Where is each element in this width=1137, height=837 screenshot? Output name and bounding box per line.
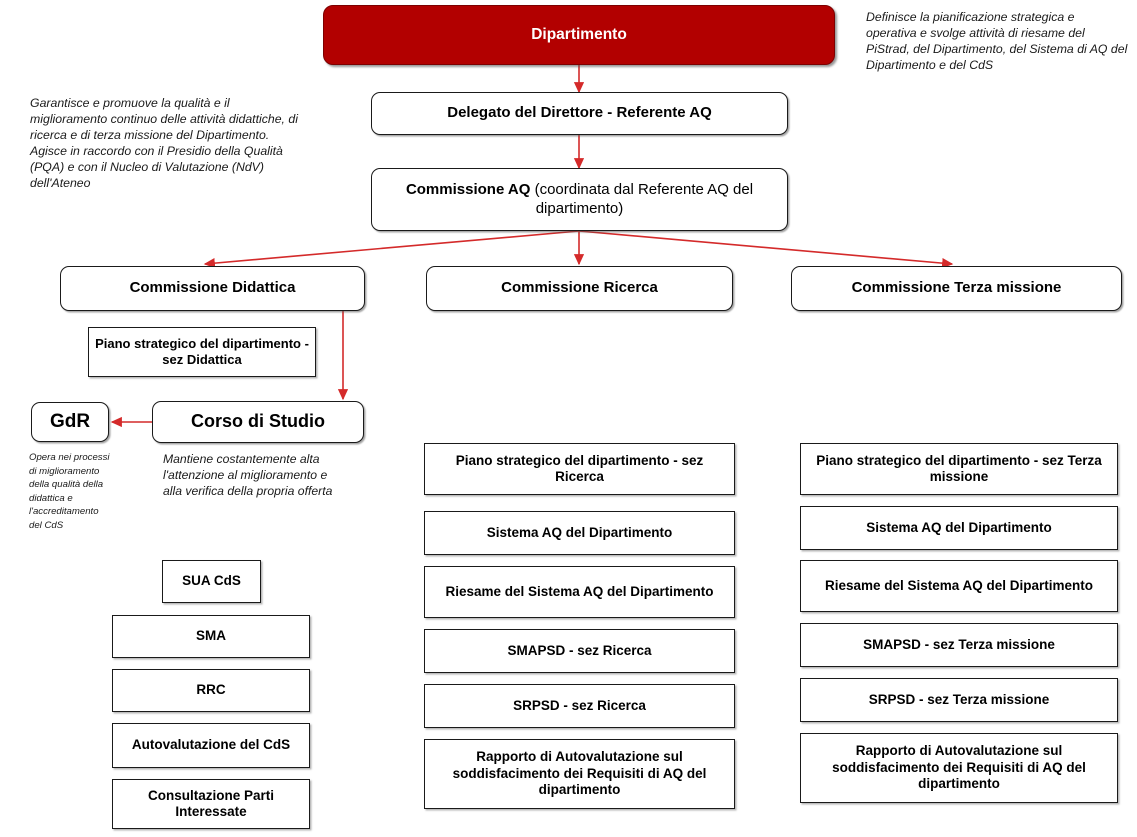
doc-sma-label: SMA — [196, 628, 226, 644]
node-corso-di-studio-label: Corso di Studio — [191, 411, 325, 432]
doc-autovalutazione-cds[interactable]: Autovalutazione del CdS — [112, 723, 310, 768]
node-corso-di-studio[interactable]: Corso di Studio — [152, 401, 364, 443]
node-commissione-aq-label-bold: Commissione AQ — [405, 181, 531, 199]
node-commissione-aq-label: Commissione AQ (coordinata dal Referente… — [384, 181, 775, 218]
doc-sua-cds-label: SUA CdS — [182, 573, 241, 589]
doc-sma[interactable]: SMA — [112, 615, 310, 658]
doc-ricerca-sistema-aq-label: Sistema AQ del Dipartimento — [486, 524, 673, 540]
node-commissione-aq-label-rest: (coordinata dal Referente AQ del diparti… — [530, 181, 754, 217]
doc-terza-piano-strategico[interactable]: Piano strategico del dipartimento - sez … — [800, 443, 1118, 495]
doc-terza-smapsd[interactable]: SMAPSD - sez Terza missione — [800, 623, 1118, 667]
doc-terza-sistema-aq-label: Sistema AQ del Dipartimento — [866, 519, 1052, 535]
doc-terza-rapporto-autovalutazione[interactable]: Rapporto di Autovalutazione sul soddisfa… — [800, 733, 1118, 803]
node-commissione-terza-missione-label: Commissione Terza missione — [851, 279, 1062, 297]
doc-terza-rapporto-autovalutazione-label: Rapporto di Autovalutazione sul soddisfa… — [832, 743, 1086, 792]
note-gdr: Opera nei processi di miglioramento dell… — [29, 451, 111, 533]
node-commissione-ricerca-label: Commissione Ricerca — [501, 279, 658, 297]
doc-rrc-label: RRC — [196, 682, 226, 698]
doc-ricerca-riesame-sistema-aq[interactable]: Riesame del Sistema AQ del Dipartimento — [424, 566, 735, 618]
note-corso-di-studio: Mantiene costantemente alta l'attenzione… — [163, 452, 337, 500]
doc-ricerca-srpsd[interactable]: SRPSD - sez Ricerca — [424, 684, 735, 728]
doc-ricerca-rapporto-autovalutazione-label: Rapporto di Autovalutazione sul soddisfa… — [452, 749, 707, 798]
doc-ricerca-riesame-sistema-aq-label: Riesame del Sistema AQ del Dipartimento — [445, 583, 714, 599]
node-delegato-direttore-label: Delegato del Direttore - Referente AQ — [447, 104, 712, 122]
doc-ricerca-srpsd-label: SRPSD - sez Ricerca — [513, 697, 646, 713]
doc-ricerca-piano-strategico[interactable]: Piano strategico del dipartimento - sez … — [424, 443, 735, 495]
node-piano-strategico-didattica[interactable]: Piano strategico del dipartimento - sez … — [88, 327, 316, 377]
doc-sua-cds[interactable]: SUA CdS — [162, 560, 261, 603]
doc-terza-srpsd-label: SRPSD - sez Terza missione — [868, 691, 1050, 707]
node-commissione-terza-missione[interactable]: Commissione Terza missione — [791, 266, 1122, 311]
doc-ricerca-piano-strategico-label: Piano strategico del dipartimento - sez … — [455, 452, 704, 484]
node-commissione-aq[interactable]: Commissione AQ (coordinata dal Referente… — [371, 168, 788, 231]
node-dipartimento[interactable]: Dipartimento — [323, 5, 835, 65]
arrow-commissioneaq-terza — [578, 230, 954, 269]
note-corso-di-studio-text: Mantiene costantemente alta l'attenzione… — [163, 452, 333, 498]
doc-terza-srpsd[interactable]: SRPSD - sez Terza missione — [800, 678, 1118, 722]
doc-terza-riesame-sistema-aq[interactable]: Riesame del Sistema AQ del Dipartimento — [800, 560, 1118, 612]
node-delegato-direttore[interactable]: Delegato del Direttore - Referente AQ — [371, 92, 788, 135]
doc-ricerca-sistema-aq[interactable]: Sistema AQ del Dipartimento — [424, 511, 735, 555]
doc-terza-sistema-aq[interactable]: Sistema AQ del Dipartimento — [800, 506, 1118, 550]
note-commissione-aq: Garantisce e promuove la qualità e il mi… — [30, 96, 298, 192]
arrow-commissioneaq-didattica — [203, 230, 580, 269]
note-dipartimento-text: Definisce la pianificazione strategica e… — [866, 10, 1128, 72]
doc-ricerca-smapsd-label: SMAPSD - sez Ricerca — [507, 642, 652, 658]
doc-ricerca-smapsd[interactable]: SMAPSD - sez Ricerca — [424, 629, 735, 673]
node-commissione-didattica-label: Commissione Didattica — [129, 279, 296, 297]
node-gdr[interactable]: GdR — [31, 402, 109, 442]
doc-autovalutazione-cds-label: Autovalutazione del CdS — [131, 737, 291, 753]
doc-ricerca-rapporto-autovalutazione[interactable]: Rapporto di Autovalutazione sul soddisfa… — [424, 739, 735, 809]
node-commissione-didattica[interactable]: Commissione Didattica — [60, 266, 365, 311]
note-commissione-aq-text: Garantisce e promuove la qualità e il mi… — [30, 96, 298, 190]
doc-terza-piano-strategico-label: Piano strategico del dipartimento - sez … — [816, 452, 1102, 484]
node-dipartimento-label: Dipartimento — [531, 25, 627, 43]
node-commissione-ricerca[interactable]: Commissione Ricerca — [426, 266, 733, 311]
note-dipartimento: Definisce la pianificazione strategica e… — [866, 10, 1128, 74]
doc-terza-riesame-sistema-aq-label: Riesame del Sistema AQ del Dipartimento — [824, 577, 1094, 593]
note-gdr-text: Opera nei processi di miglioramento dell… — [29, 452, 110, 532]
doc-terza-smapsd-label: SMAPSD - sez Terza missione — [863, 636, 1055, 652]
node-piano-strategico-didattica-label: Piano strategico del dipartimento - sez … — [95, 336, 309, 367]
doc-consultazione-parti-interessate-label: Consultazione Parti Interessate — [147, 787, 274, 819]
doc-consultazione-parti-interessate[interactable]: Consultazione Parti Interessate — [112, 779, 310, 829]
doc-rrc[interactable]: RRC — [112, 669, 310, 712]
node-gdr-label: GdR — [49, 411, 91, 433]
